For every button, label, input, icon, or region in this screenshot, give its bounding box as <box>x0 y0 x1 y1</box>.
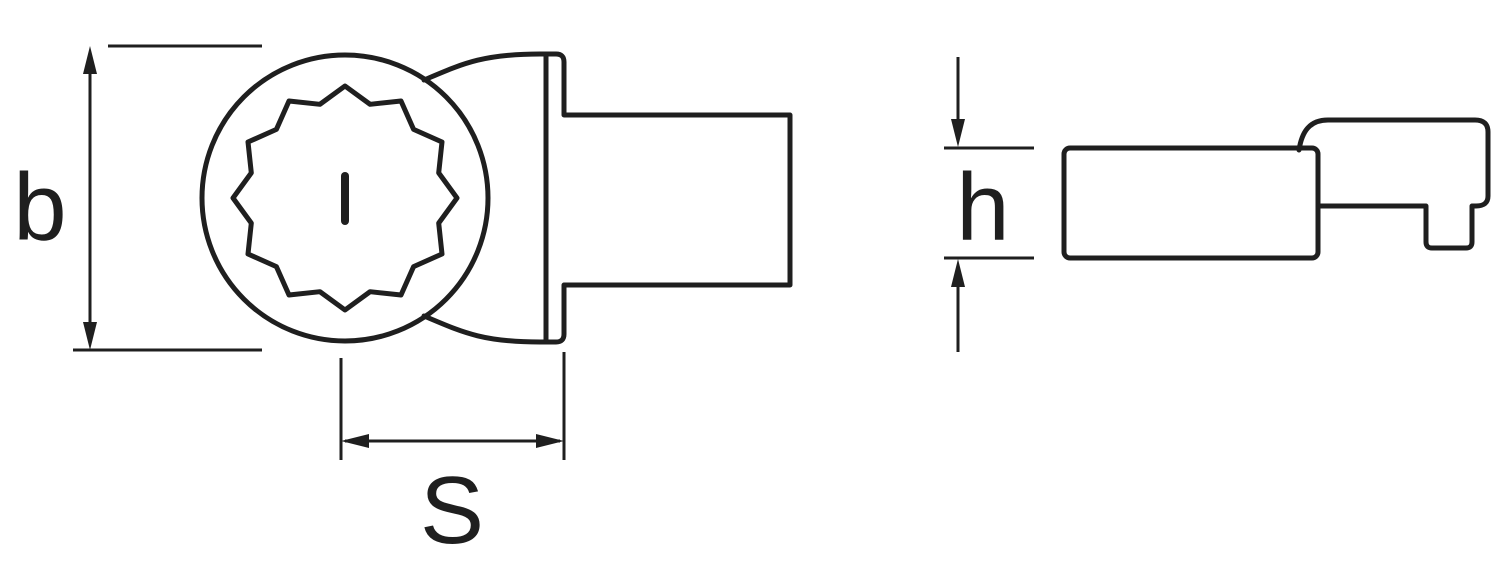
ring-bihex-profile <box>230 83 460 313</box>
dimension-h: h <box>944 57 1034 352</box>
side-view: h <box>944 57 1491 352</box>
head-profile <box>1296 117 1491 251</box>
tang-outline <box>421 51 793 345</box>
dimension-s-label: S <box>420 457 484 564</box>
dimension-h-label: h <box>956 154 1009 261</box>
ring-outer-circle <box>199 52 491 344</box>
dimension-b: b <box>13 44 262 352</box>
arrow-down-icon <box>83 322 97 350</box>
dimension-s: S <box>339 352 566 564</box>
arrow-right-icon <box>536 434 564 448</box>
arrow-left-icon <box>341 434 369 448</box>
arrow-up-icon <box>83 46 97 74</box>
front-view: b S <box>13 44 793 564</box>
dimension-b-label: b <box>13 154 66 261</box>
insert-body <box>1061 145 1321 261</box>
arrow-up-icon <box>951 259 965 287</box>
arrow-down-icon <box>951 119 965 147</box>
